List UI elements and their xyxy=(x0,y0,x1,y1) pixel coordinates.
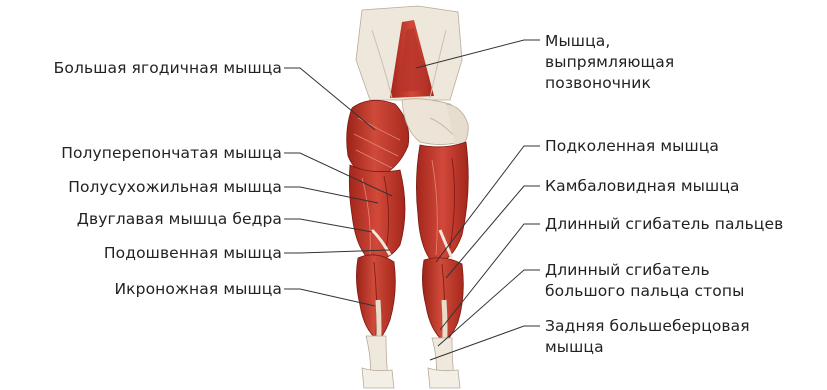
label-soleus-line1: Камбаловидная мышца xyxy=(545,176,740,197)
label-tibialis-posterior-line1: Задняя большеберцовая xyxy=(545,316,750,337)
label-erector-spinae-line2: выпрямляющая xyxy=(545,52,674,73)
calf-right xyxy=(422,258,463,388)
calf-left xyxy=(356,255,395,388)
label-popliteus: Подколенная мышца xyxy=(545,136,719,157)
label-tibialis-posterior: Задняя большеберцовая мышца xyxy=(545,316,750,358)
label-tibialis-posterior-line2: мышца xyxy=(545,337,750,358)
lower-back xyxy=(356,6,462,100)
label-gastrocnemius: Икроножная мышца xyxy=(114,279,282,300)
label-soleus: Камбаловидная мышца xyxy=(545,176,740,197)
label-erector-spinae: Мышца, выпрямляющая позвоночник xyxy=(545,31,674,94)
pelvis-tendons xyxy=(402,99,468,150)
label-gluteus-maximus: Большая ягодичная мышца xyxy=(54,58,282,79)
label-erector-spinae-line3: позвоночник xyxy=(545,73,674,94)
label-semimembranosus: Полуперепончатая мышца xyxy=(61,143,282,164)
label-flexor-hallucis-line1: Длинный сгибатель xyxy=(545,260,744,281)
gluteus-left xyxy=(347,100,409,178)
label-biceps-femoris: Двуглавая мышца бедра xyxy=(77,209,282,230)
label-plantaris: Подошвенная мышца xyxy=(104,243,282,264)
label-popliteus-line1: Подколенная мышца xyxy=(545,136,719,157)
label-flexor-digitorum-line1: Длинный сгибатель пальцев xyxy=(545,214,783,235)
label-flexor-hallucis-line2: большого пальца стопы xyxy=(545,281,744,302)
label-flexor-digitorum-longus: Длинный сгибатель пальцев xyxy=(545,214,783,235)
label-flexor-hallucis-longus: Длинный сгибатель большого пальца стопы xyxy=(545,260,744,302)
label-semitendinosus: Полусухожильная мышца xyxy=(68,177,282,198)
thigh-right xyxy=(416,142,468,264)
label-erector-spinae-line1: Мышца, xyxy=(545,31,674,52)
